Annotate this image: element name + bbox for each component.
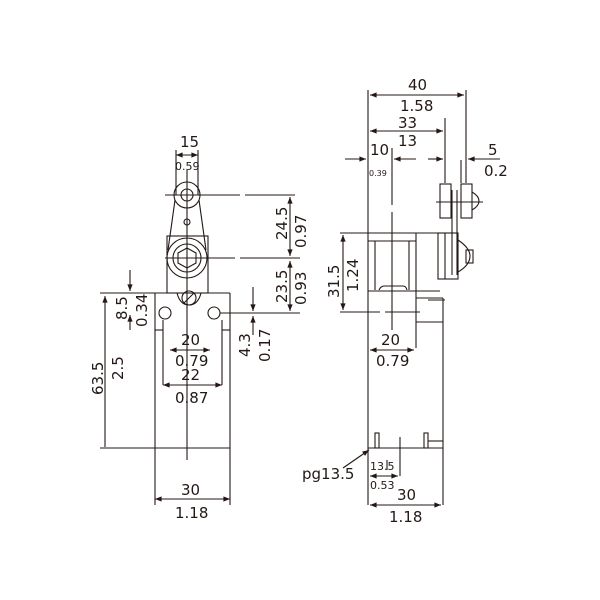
head-offset-in: 0.34 — [133, 294, 151, 327]
hole-pitch-in: 0.79 — [175, 352, 208, 370]
front-dimension-lines — [102, 152, 293, 502]
conduit-label: pg13.5 — [302, 465, 354, 483]
roller-thick-mm: 5 — [488, 141, 498, 159]
head-height-in: 1.24 — [344, 259, 362, 292]
overall-in: 1.58 — [400, 97, 433, 115]
side-dimension-lines — [340, 92, 500, 508]
hole-pitch-mm: 20 — [181, 331, 200, 349]
side-outline — [340, 90, 483, 505]
conduit-pos-in: 0.53 — [370, 479, 395, 492]
hub-height-mm: 23.5 — [273, 270, 291, 303]
hole-offset-mm: 4.3 — [236, 333, 254, 357]
overall-mm: 40 — [408, 76, 427, 94]
roller-thick-in: 0.2 — [484, 162, 508, 180]
roller-width-mm: 15 — [180, 133, 199, 151]
body-inner-mm: 22 — [181, 366, 200, 384]
width-mm: 30 — [181, 481, 200, 499]
hole-pitch-mm: 20 — [381, 331, 400, 349]
width-mm: 30 — [397, 486, 416, 504]
hole-pitch-in: 0.79 — [376, 352, 409, 370]
head-height-mm: 31.5 — [325, 265, 343, 298]
hole-offset-in: 0.17 — [256, 329, 274, 362]
width-in: 1.18 — [175, 504, 208, 522]
roller-width-in: 0.59 — [175, 160, 200, 173]
roller-pos-in: 13 — [398, 132, 417, 150]
lever-length-mm: 24.5 — [273, 207, 291, 240]
head-offset-mm: 8.5 — [113, 296, 131, 320]
height-mm: 63.5 — [89, 362, 107, 395]
height-in: 2.5 — [109, 356, 127, 380]
hub-height-in: 0.93 — [292, 272, 310, 305]
width-in: 1.18 — [389, 508, 422, 526]
conduit-pos-mm: 13.5 — [370, 460, 395, 473]
offset-mm: 10 — [370, 141, 389, 159]
front-outline — [100, 150, 300, 505]
body-inner-in: 0.87 — [175, 389, 208, 407]
side-view: 40 1.58 33 13 10 0.39 5 0.2 31.5 1.24 20… — [302, 76, 508, 526]
offset-in: 0.39 — [369, 169, 387, 178]
roller-pos-mm: 33 — [398, 114, 417, 132]
lever-length-in: 0.97 — [292, 215, 310, 248]
front-view: 15 0.59 24.5 0.97 23.5 0.93 8.5 0.34 63.… — [89, 133, 310, 522]
